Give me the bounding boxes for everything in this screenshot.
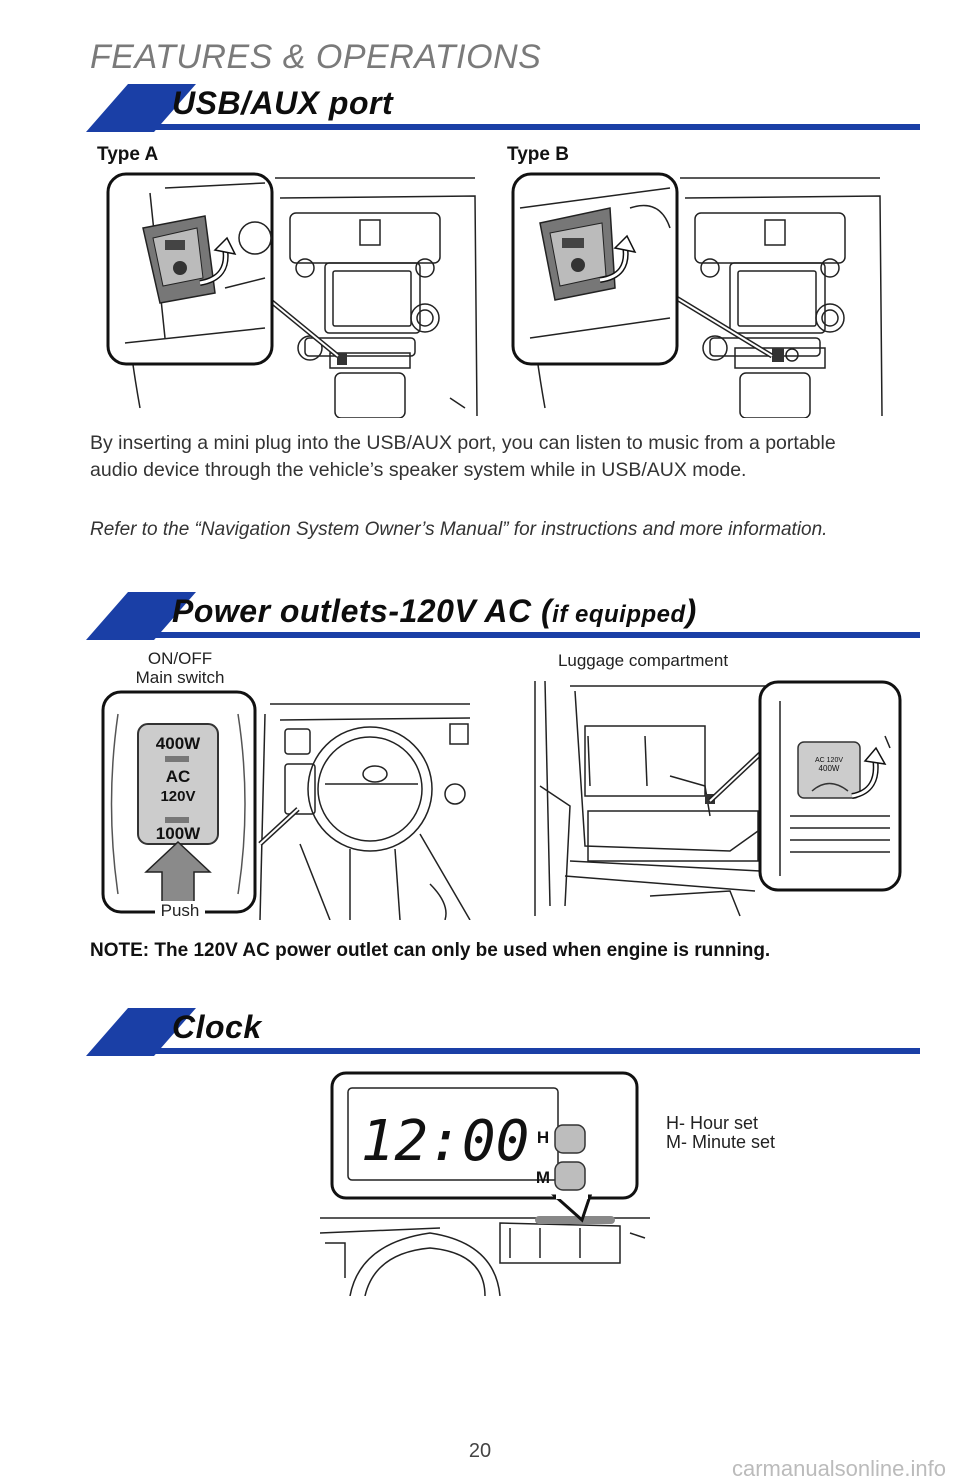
usb-type-a-illustration	[106, 172, 478, 418]
type-b-label: Type B	[507, 144, 569, 165]
section-title-power-suffix: if equipped	[552, 601, 686, 628]
outlet-label-line1: AC 120V	[815, 757, 843, 764]
section-title-usb: USB/AUX port	[172, 85, 394, 121]
m-button-label: M	[536, 1168, 550, 1187]
type-a-label: Type A	[97, 144, 159, 165]
switch-label-400w: 400W	[156, 734, 201, 753]
h-button-label: H	[537, 1128, 549, 1147]
switch-label-120v: 120V	[160, 788, 195, 805]
usb-reference-note: Refer to the “Navigation System Owner’s …	[90, 519, 828, 540]
section-title-clock: Clock	[172, 1009, 262, 1045]
watermark: carmanualsonline.info	[731, 1456, 946, 1481]
page-header: FEATURES & OPERATIONS	[90, 38, 542, 76]
section-banner-usb	[86, 84, 920, 132]
minute-set-button[interactable]	[554, 1161, 586, 1191]
switch-caption-line1: ON/OFF	[147, 649, 213, 668]
power-outlet-note: NOTE: The 120V AC power outlet can only …	[90, 940, 771, 961]
usb-description: By inserting a mini plug into the USB/AU…	[90, 432, 836, 481]
clock-display: 12:00	[361, 1109, 530, 1174]
section-banner-clock	[86, 1008, 920, 1056]
switch-label-ac: AC	[166, 767, 191, 786]
section-banner-power	[86, 592, 920, 640]
open-cover-arrow-icon	[863, 746, 887, 765]
clock-legend: H- Hour set M- Minute set	[666, 1114, 775, 1152]
section-title-power-close: )	[685, 593, 697, 629]
luggage-outlet-illustration: AC 120V 400W	[534, 680, 902, 917]
hour-set-button[interactable]	[554, 1124, 586, 1154]
outlet-label-line2: 400W	[819, 764, 840, 773]
section-title-power-text: Power outlets-120V AC (	[172, 593, 553, 629]
switch-caption-line2: Main switch	[135, 668, 225, 687]
switch-label-100w: 100W	[156, 824, 201, 843]
page-number: 20	[468, 1440, 492, 1462]
push-label: Push	[155, 901, 205, 920]
legend-hour-set: H- Hour set	[666, 1113, 759, 1133]
switch-caption: ON/OFF Main switch	[120, 649, 240, 687]
section-title-power: Power outlets-120V AC (if equipped)	[172, 593, 697, 630]
power-switch-illustration: 400W AC 120V 100W	[101, 690, 471, 920]
clock-illustration: 12:00 H M	[320, 1071, 650, 1296]
luggage-caption: Luggage compartment	[557, 651, 729, 670]
usb-type-b-illustration	[511, 172, 883, 418]
legend-minute-set: M- Minute set	[666, 1132, 776, 1152]
